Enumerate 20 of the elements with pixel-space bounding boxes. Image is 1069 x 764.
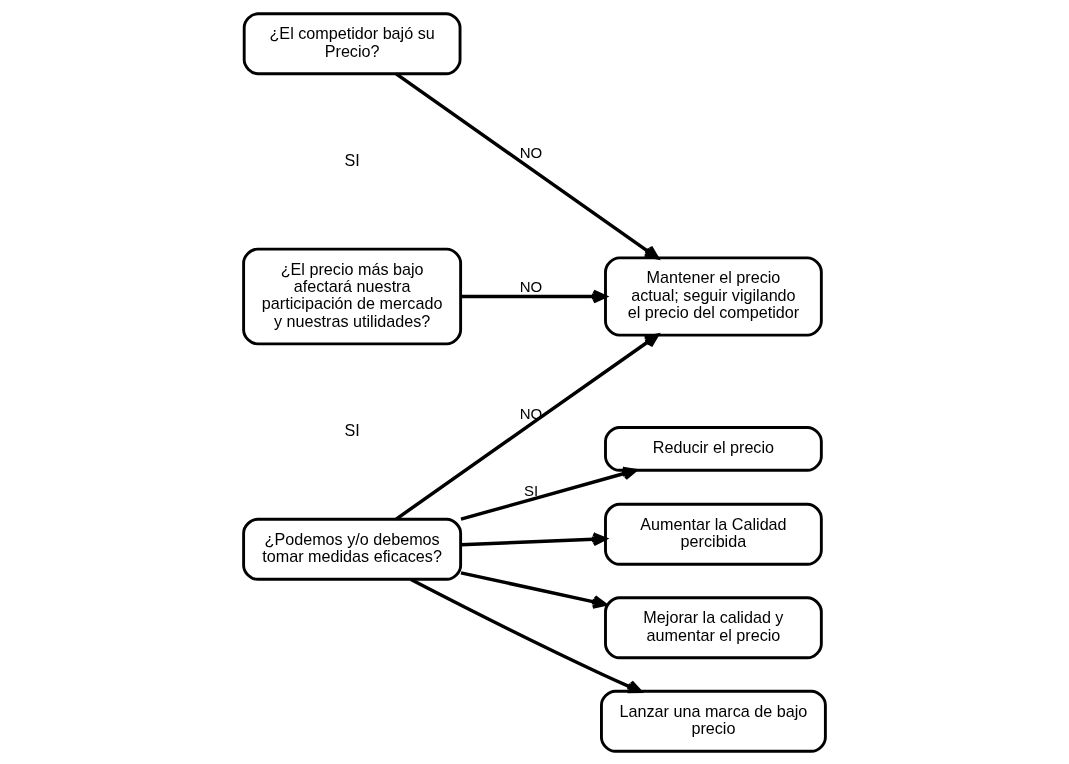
node-box: Mejorar la calidad y aumentar el precio (604, 595, 823, 659)
arrow (461, 289, 607, 303)
edge-label: SI (523, 481, 539, 499)
node-box: Aumentar la Calidad percibida (604, 502, 823, 566)
arrow (460, 531, 607, 546)
node-box: Lanzar una marca de bajo precio (600, 689, 827, 753)
node-box: Mantener el precio actual; seguir vigilando el precio del competidor (604, 255, 823, 337)
node-box: Reducir el precio (604, 425, 823, 472)
node-box: ¿El competidor bajó su Precio? (242, 11, 462, 75)
edge-label: NO (519, 277, 543, 295)
arrow (460, 466, 638, 521)
edge-label: NO (519, 143, 543, 161)
arrow (460, 570, 607, 609)
arrow (410, 577, 642, 693)
label: SI (344, 150, 360, 169)
arrow (395, 72, 659, 259)
arrow (395, 333, 659, 520)
node-box: ¿El precio más bajo afectará nuestra participación de mercado y nuestras utilidades? (242, 247, 463, 345)
label: SI (344, 420, 360, 439)
node-box: ¿Podemos y/o debemos tomar medidas eficaces? (242, 517, 463, 581)
